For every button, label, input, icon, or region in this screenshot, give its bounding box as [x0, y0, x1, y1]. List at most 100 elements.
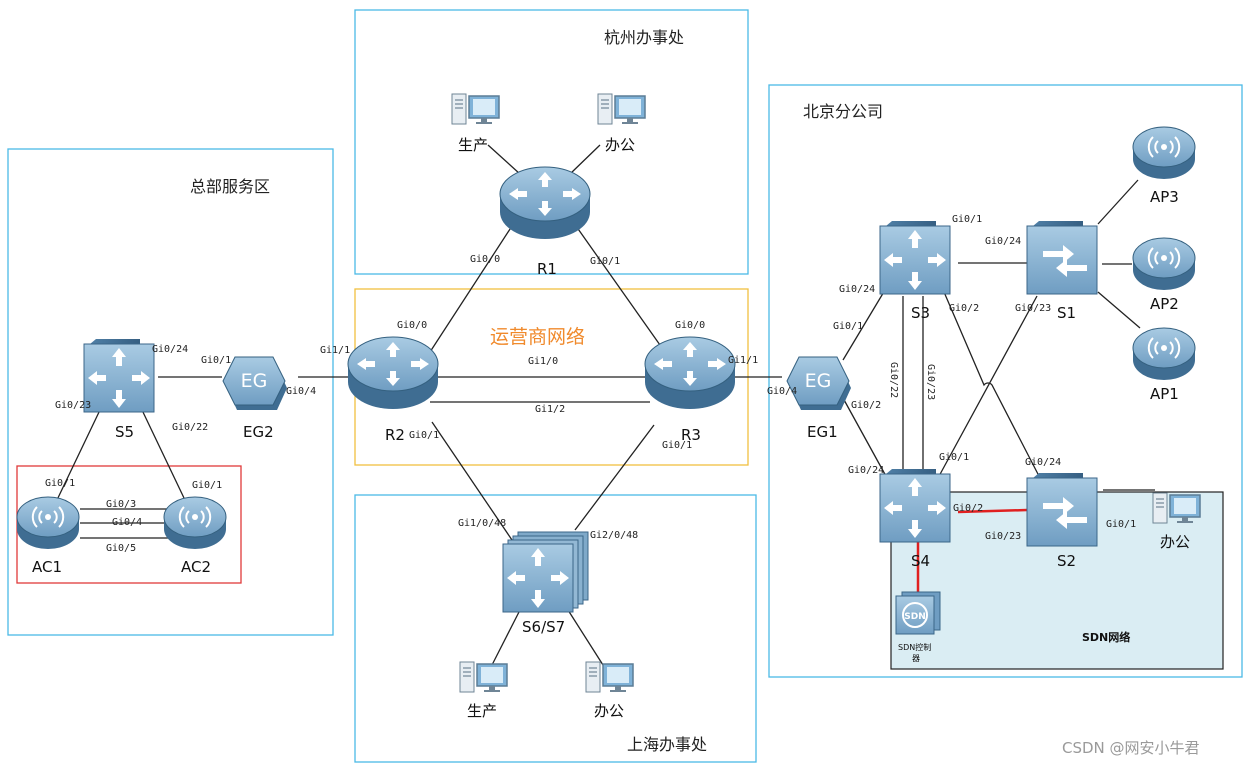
port-label: Gi0/1 [201, 355, 231, 366]
switch-s2-icon [1026, 472, 1098, 547]
port-label: Gi0/2 [851, 400, 881, 411]
port-label: Gi1/0/48 [458, 518, 506, 529]
port-label: Gi0/1 [409, 430, 439, 441]
link-r1-r3 [575, 225, 661, 346]
port-label: Gi0/4 [767, 386, 797, 397]
switch-s4-icon [879, 468, 951, 543]
port-label: Gi0/0 [470, 254, 500, 265]
link-r1-hz-prod [487, 144, 521, 175]
port-label: Gi0/1 [1106, 519, 1136, 530]
svg-text:EG: EG [805, 370, 832, 392]
port-label: Gi0/24 [848, 465, 884, 476]
link-s4-s2-red [957, 508, 1028, 514]
region-shanghai-title: 上海办事处 [627, 735, 707, 754]
port-label: Gi0/1 [939, 452, 969, 463]
region-beijing-box [768, 84, 1243, 678]
link-s1-ap1 [1097, 291, 1141, 329]
sdn-controller-icon: SDN [895, 591, 941, 635]
ac1-icon [16, 496, 80, 550]
port-label: Gi0/2 [953, 503, 983, 514]
link-eg1-s3 [842, 289, 886, 361]
link-s67-sh-office [567, 609, 604, 666]
port-label: Gi0/0 [397, 320, 427, 331]
hz-office-label: 办公 [605, 136, 635, 154]
port-label: Gi0/5 [106, 543, 136, 554]
switch-s3-icon [879, 220, 951, 295]
sdn-controller-label-line1: SDN控制 [898, 642, 931, 652]
links [55, 144, 1155, 666]
ac2-label: AC2 [181, 558, 211, 576]
port-label: Gi0/1 [833, 321, 863, 332]
link-r3-s67 [574, 424, 655, 531]
port-label: Gi0/23 [925, 364, 936, 400]
port-label: Gi0/1 [662, 440, 692, 451]
sh-prod-label: 生产 [467, 702, 497, 720]
switch-s6-s7-stack-icon [502, 531, 589, 613]
r2-label: R2 [385, 426, 405, 444]
s4-label: S4 [911, 552, 930, 570]
ac1-label: AC1 [32, 558, 62, 576]
port-label: Gi0/24 [1025, 457, 1061, 468]
switch-s5-icon [83, 338, 155, 413]
ap1-icon [1132, 327, 1196, 381]
region-hangzhou-title: 杭州办事处 [604, 28, 684, 47]
port-labels: Gi0/0 Gi0/1 Gi0/0 Gi1/1 Gi0/1 Gi0/0 Gi1/… [45, 214, 1136, 554]
link-r1-hz-office [569, 144, 601, 175]
ap2-label: AP2 [1150, 295, 1179, 313]
ap3-icon [1132, 126, 1196, 180]
port-label: Gi0/2 [949, 303, 979, 314]
region-hq-box [7, 148, 334, 636]
port-label: Gi1/1 [320, 345, 350, 356]
link-s5-ac1 [55, 409, 101, 503]
port-label: Gi0/22 [172, 422, 208, 433]
region-shanghai-box [354, 494, 757, 763]
eg1-label: EG1 [807, 423, 838, 441]
port-label: Gi0/1 [192, 480, 222, 491]
link-r2-s67 [431, 421, 513, 541]
link-s67-sh-prod [491, 609, 521, 666]
sdn-controller-label-line2: 器 [912, 654, 920, 663]
region-beijing-title: 北京分公司 [803, 102, 883, 121]
port-label: Gi2/0/48 [590, 530, 638, 541]
region-carrier-title: 运营商网络 [490, 326, 585, 348]
router-r3-icon [644, 336, 736, 410]
port-label: Gi0/22 [888, 362, 899, 398]
sh-office-label: 办公 [594, 702, 624, 720]
port-label: Gi1/0 [528, 356, 558, 367]
router-r2-icon [347, 336, 439, 410]
port-label: Gi1/2 [535, 404, 565, 415]
s3-label: S3 [911, 304, 930, 322]
link-r1-r2 [429, 225, 513, 353]
hz-prod-terminal-icon [451, 93, 500, 125]
port-label: Gi0/1 [45, 478, 75, 489]
r1-label: R1 [537, 260, 557, 278]
s6-s7-label: S6/S7 [522, 618, 565, 636]
gateway-eg1-icon: EG [786, 356, 852, 411]
r3-label: R3 [681, 426, 701, 444]
ap2-icon [1132, 237, 1196, 291]
port-label: Gi1/1 [728, 355, 758, 366]
region-sdn-title: SDN网络 [1082, 630, 1130, 644]
sh-prod-terminal-icon [459, 661, 508, 693]
port-label: Gi0/4 [112, 517, 142, 528]
ap3-label: AP3 [1150, 188, 1179, 206]
link-s5-ac2 [141, 409, 185, 499]
port-label: Gi0/24 [152, 344, 188, 355]
s1-label: S1 [1057, 304, 1076, 322]
s5-label: S5 [115, 423, 134, 441]
router-r1-icon [499, 166, 591, 240]
switch-s1-icon [1026, 220, 1098, 295]
svg-text:EG: EG [241, 370, 268, 392]
port-label: Gi0/3 [106, 499, 136, 510]
watermark-text: CSDN @网安小牛君 [1062, 739, 1200, 757]
sh-office-terminal-icon [585, 661, 634, 693]
port-label: Gi0/23 [55, 400, 91, 411]
port-label: Gi0/1 [590, 256, 620, 267]
hz-prod-label: 生产 [458, 136, 488, 154]
eg2-label: EG2 [243, 423, 274, 441]
hz-office-terminal-icon [597, 93, 646, 125]
gateway-eg2-icon: EG [222, 356, 288, 411]
link-s1-s4 [937, 295, 1038, 479]
ap1-label: AP1 [1150, 385, 1179, 403]
